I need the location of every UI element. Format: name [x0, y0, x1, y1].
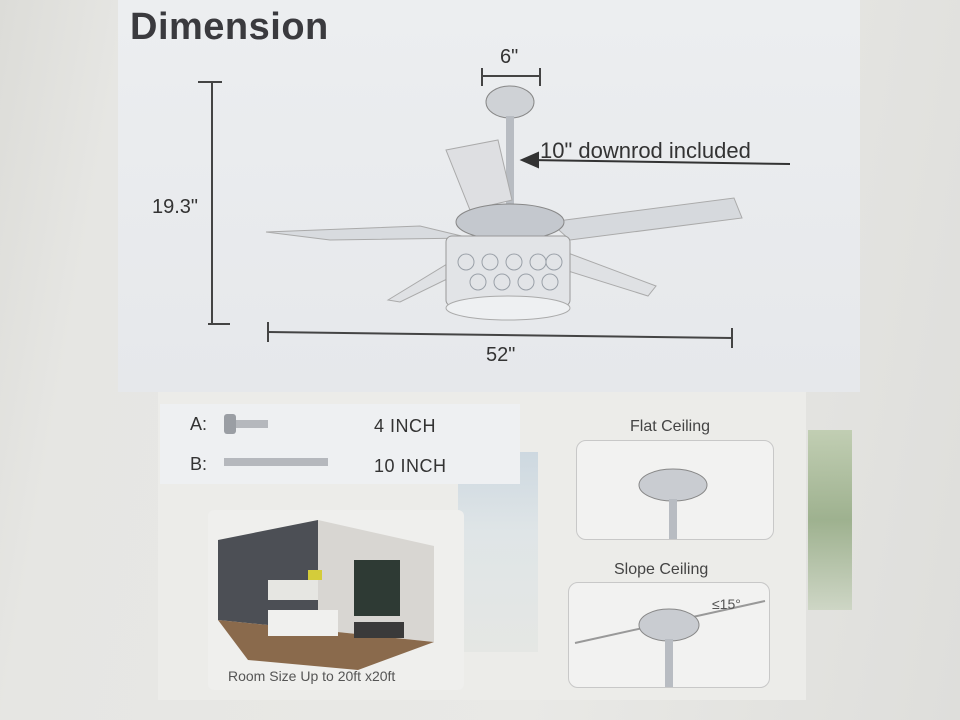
span-dimension-line [267, 322, 733, 348]
flat-ceiling-title: Flat Ceiling [630, 418, 711, 435]
height-dimension-line [198, 81, 230, 325]
downrod-b-size: 10 INCH [374, 456, 447, 476]
background-window [458, 452, 538, 652]
downrod-b-icon [224, 458, 328, 466]
slope-angle-label: ≤15° [712, 596, 741, 612]
slope-ceiling-card [568, 582, 770, 688]
background-plant [808, 430, 852, 610]
canopy-width-label: 6" [500, 46, 519, 68]
fan-blade-right [548, 197, 743, 241]
slope-ceiling-image [574, 600, 766, 687]
downrod-table [160, 404, 520, 484]
light-bowl [445, 295, 571, 321]
slope-ceiling-title: Slope Ceiling [614, 561, 709, 578]
crystal-pattern [457, 253, 563, 291]
downrod-a-icon [224, 414, 268, 434]
fan-blade-back [445, 139, 513, 211]
downrod-a-size: 4 INCH [374, 416, 437, 436]
canopy [485, 85, 535, 119]
downrod-note: 10" downrod included [540, 138, 751, 163]
motor-housing [455, 203, 565, 241]
flat-ceiling-card [576, 440, 774, 540]
canopy-dimension-line [481, 68, 541, 86]
span-label: 52" [486, 344, 516, 366]
downrod-arrow [519, 151, 791, 169]
page-title: Dimension [130, 6, 329, 48]
room-size-caption: Room Size Up to 20ft x20ft [228, 668, 396, 684]
downrod-b-letter: B: [190, 454, 208, 474]
downrod [506, 116, 514, 208]
room-illustration [218, 520, 434, 670]
flat-ceiling-image [638, 468, 708, 539]
fan-blade-left [265, 225, 471, 241]
downrod-a-letter: A: [190, 414, 208, 434]
downrod-icons [224, 414, 328, 466]
room-card [208, 510, 464, 690]
height-label: 19.3" [152, 196, 199, 218]
